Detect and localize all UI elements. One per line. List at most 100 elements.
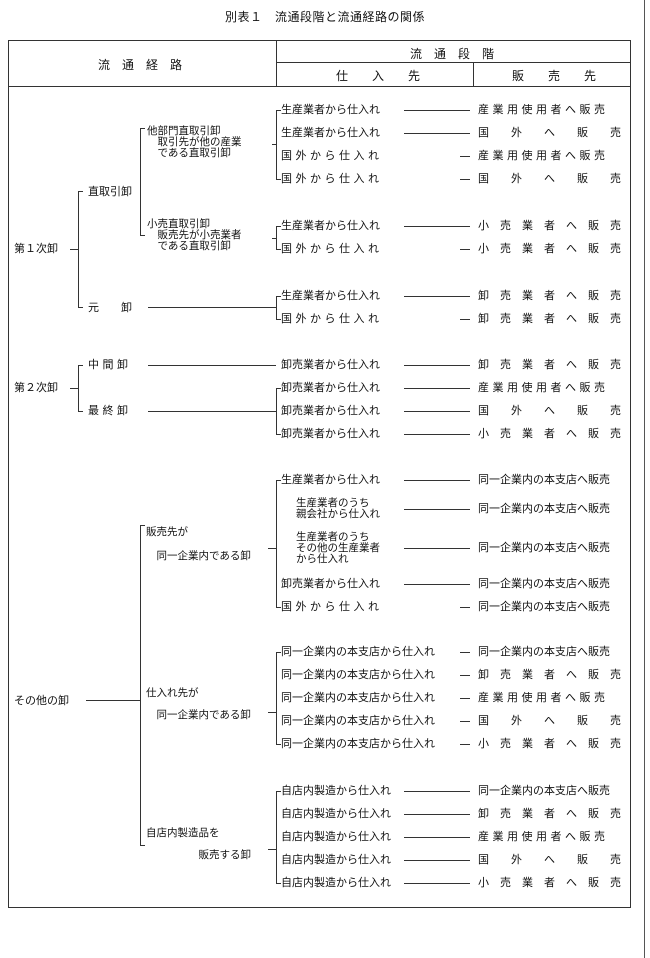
- group-bracket-2-spine: [276, 230, 277, 245]
- group-bracket-2-bot: [276, 249, 281, 250]
- row-sales-15: 同一企業内の本支店へ販売: [478, 541, 610, 554]
- group-bracket-3-top: [276, 296, 281, 297]
- bracket-other-bot-hook: [140, 840, 141, 845]
- row-sales-21: 国 外 へ 販 売: [478, 714, 621, 727]
- row-source-23: 自店内製造から仕入れ: [281, 784, 391, 797]
- group-bracket-5-top: [276, 480, 281, 481]
- level2-dogitsu-hanbai: 販売先が 同一企業内である卸: [146, 526, 251, 562]
- level2-dogitsu-shiire: 仕入れ先が 同一企業内である卸: [146, 687, 251, 721]
- bracket-other-bot: [140, 845, 145, 846]
- bracket-other-top-hook: [140, 525, 141, 530]
- row-source-12: 卸売業者から仕入れ: [281, 427, 380, 440]
- row-sales-13: 同一企業内の本支店へ販売: [478, 473, 610, 486]
- bracket-other-spine: [140, 529, 141, 841]
- row-sales-27: 小 売 業 者 へ 販 売: [478, 876, 621, 889]
- group-bracket-3-top-hook: [276, 296, 277, 301]
- row-source-2: 生産業者から仕入れ: [281, 126, 380, 139]
- bracket-first-top: [78, 191, 83, 192]
- row-sales-26: 国 外 へ 販 売: [478, 853, 621, 866]
- row-source-26: 自店内製造から仕入れ: [281, 853, 391, 866]
- group-bracket-7-bot: [276, 883, 281, 884]
- row-connector-20: [460, 698, 470, 699]
- level3-tabumon: 他部門直取引卸 取引先が他の産業 である直取引卸: [147, 125, 242, 159]
- row-connector-18: [460, 652, 470, 653]
- row-connector-7: [404, 296, 470, 297]
- row-connector-23: [404, 791, 470, 792]
- row-source-22: 同一企業内の本支店から仕入れ: [281, 737, 435, 750]
- lead-dogitsu-hanbai: [268, 548, 276, 549]
- lead-other: [86, 700, 140, 701]
- group-bracket-4-bot-hook: [276, 429, 277, 434]
- bracket-other-top: [140, 525, 145, 526]
- group-bracket-7-bot-hook: [276, 878, 277, 883]
- row-connector-4: [460, 179, 470, 180]
- row-connector-2: [404, 133, 470, 134]
- row-connector-3: [460, 156, 470, 157]
- group-bracket-1-bot: [276, 179, 281, 180]
- bracket-direct-top-hook: [140, 128, 141, 133]
- level2-saishu: 最 終 卸: [88, 404, 128, 417]
- bracket-direct-top: [140, 128, 145, 129]
- lead-jitennai: [268, 849, 276, 850]
- row-connector-13: [404, 480, 470, 481]
- bracket-direct-bot-hook: [140, 230, 141, 235]
- row-connector-12: [404, 434, 470, 435]
- row-source-15: 生産業者のうち その他の生産業者 から仕入れ: [296, 530, 380, 565]
- row-sales-22: 小 売 業 者 へ 販 売: [478, 737, 621, 750]
- row-connector-27: [404, 883, 470, 884]
- row-sales-12: 小 売 業 者 へ 販 売: [478, 427, 621, 440]
- row-source-6: 国 外 か ら 仕 入 れ: [281, 242, 379, 255]
- row-source-7: 生産業者から仕入れ: [281, 289, 380, 302]
- row-source-14: 生産業者のうち 親会社から仕入れ: [296, 497, 380, 520]
- row-sales-14: 同一企業内の本支店へ販売: [478, 502, 610, 515]
- bracket-second-bot-hook: [78, 406, 79, 411]
- bracket-first-bot: [78, 307, 83, 308]
- group-bracket-6-bot-hook: [276, 739, 277, 744]
- row-connector-22: [460, 744, 470, 745]
- group-bracket-7-top-hook: [276, 791, 277, 796]
- level3-kouri: 小売直取引卸 販売先が小売業者 である直取引卸: [147, 218, 242, 252]
- row-source-9: 卸売業者から仕入れ: [281, 358, 380, 371]
- level1-other: その他の卸: [14, 694, 69, 707]
- bracket-direct-bot: [140, 235, 145, 236]
- group-bracket-5-bot-hook: [276, 602, 277, 607]
- header-route: 流 通 経 路: [98, 58, 183, 72]
- row-sales-19: 卸 売 業 者 へ 販 売: [478, 668, 621, 681]
- row-connector-5: [404, 226, 470, 227]
- group-bracket-6-top: [276, 652, 281, 653]
- group-bracket-1-spine: [276, 114, 277, 175]
- row-source-25: 自店内製造から仕入れ: [281, 830, 391, 843]
- group-bracket-6-bot: [276, 744, 281, 745]
- level2-chukan: 中 間 卸: [88, 358, 128, 371]
- level1-second: 第２次卸: [14, 381, 58, 394]
- header-source: 仕 入 先: [336, 69, 421, 83]
- row-connector-1: [404, 110, 470, 111]
- group-bracket-3-bot-hook: [276, 314, 277, 319]
- bracket-direct-spine: [140, 132, 141, 231]
- group-bracket-4-bot: [276, 434, 281, 435]
- row-connector-17: [460, 607, 470, 608]
- row-source-20: 同一企業内の本支店から仕入れ: [281, 691, 435, 704]
- row-sales-5: 小 売 業 者 へ 販 売: [478, 219, 621, 232]
- group-bracket-2-top-hook: [276, 226, 277, 231]
- row-sales-8: 卸 売 業 者 へ 販 売: [478, 312, 621, 325]
- bracket-first-top-hook: [78, 191, 79, 196]
- row-connector-19: [460, 675, 470, 676]
- group-bracket-2-top: [276, 226, 281, 227]
- lead-tabumon: [272, 144, 276, 145]
- group-bracket-7-spine: [276, 795, 277, 879]
- row-sales-1: 産 業 用 使 用 者 へ 販 売: [478, 103, 605, 116]
- group-bracket-7-top: [276, 791, 281, 792]
- group-bracket-4-spine: [276, 392, 277, 430]
- group-bracket-1-top-hook: [276, 110, 277, 115]
- table-frame: [8, 40, 631, 908]
- lead-moto: [148, 307, 276, 308]
- row-sales-18: 同一企業内の本支店へ販売: [478, 645, 610, 658]
- table-caption: 別表１ 流通段階と流通経路の関係: [224, 10, 425, 24]
- lead-second: [70, 388, 78, 389]
- group-bracket-6-top-hook: [276, 652, 277, 657]
- group-bracket-5-bot: [276, 607, 281, 608]
- row-connector-26: [404, 860, 470, 861]
- header-divider-stage: [473, 62, 474, 86]
